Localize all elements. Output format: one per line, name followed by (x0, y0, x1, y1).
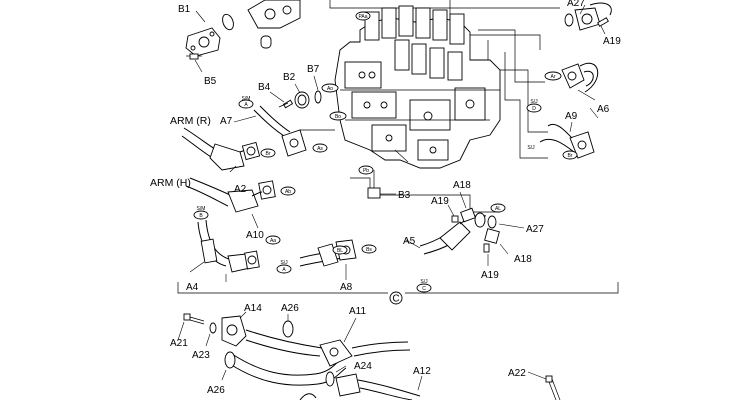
tag-ab: Ab (285, 189, 291, 195)
caption-sj-a: S/J (280, 260, 288, 266)
label-a11: A11 (349, 306, 366, 317)
tag-pb: Pb (363, 168, 369, 174)
tag-bl-circle (332, 245, 348, 255)
tag-bl: BL (337, 248, 343, 254)
hose-a8 (299, 239, 357, 280)
tag-b-sm-circle (193, 210, 209, 220)
caption-sm-lower: S/M (197, 206, 206, 212)
tag-aa: Aa (270, 238, 276, 244)
label-a2: A2 (234, 184, 247, 195)
tag-br-right-circle (562, 150, 578, 160)
tag-br-left-circle (260, 148, 276, 158)
hose-arm-r-a7 (181, 105, 307, 171)
leader-lines (177, 4, 599, 341)
label-a26-upper: A26 (281, 303, 299, 314)
label-b4: B4 (258, 82, 271, 93)
tag-al-circle (490, 203, 506, 213)
hose-a4 (189, 219, 260, 273)
label-b5: B5 (204, 76, 217, 87)
tag-c-sj: C (422, 286, 426, 292)
label-a10: A10 (246, 230, 264, 241)
label-a6: A6 (597, 104, 610, 115)
label-a27-mid: A27 (526, 224, 544, 235)
label-a19-mid: A19 (431, 196, 449, 207)
tag-pa: PAa (358, 14, 367, 20)
label-arm-h: ARM (H) (150, 177, 191, 189)
circle-tags: PAa Ar S/M A Ao Bo As Br S/J D S/J Br Ab… (193, 11, 578, 293)
hose-arm-h-a10 (185, 177, 276, 229)
part-labels: B1 B5 B2 B7 B4 B3 A27 A19 A6 A9 ARM (R) … (150, 0, 621, 396)
label-b7: B7 (307, 64, 320, 75)
label-a27-top: A27 (567, 0, 585, 9)
label-a12: A12 (413, 366, 431, 377)
label-a9: A9 (565, 111, 578, 122)
label-arm-r: ARM (R) (170, 115, 211, 127)
lower-section-parts (183, 311, 561, 400)
tag-as-circle (312, 143, 328, 153)
label-a21: A21 (170, 338, 188, 349)
tag-pa-circle (355, 11, 371, 21)
label-a14: A14 (244, 303, 262, 314)
tag-al: AL (495, 206, 501, 212)
tag-ar-circle (544, 71, 562, 81)
tag-b-sm: B (199, 213, 203, 219)
label-a4: A4 (186, 282, 199, 293)
hose-a6 (561, 62, 599, 101)
hose-a9 (539, 121, 595, 159)
label-a23: A23 (192, 350, 210, 361)
label-a26-lower: A26 (207, 385, 225, 396)
caption-sj-d: S/J (530, 99, 538, 105)
fitting-b3 (367, 170, 396, 199)
tag-d-circle (526, 103, 542, 113)
tag-d: D (532, 106, 536, 112)
tag-a-sj: A (282, 267, 286, 273)
tag-ao: Ao (327, 86, 333, 92)
tag-c-sj-circle (416, 283, 432, 293)
tag-a-sj-circle (276, 264, 292, 274)
flange-b1 (185, 0, 301, 73)
tag-a-sm: A (244, 102, 248, 108)
tag-aa-circle (265, 235, 281, 245)
caption-sm-left: S/M (242, 96, 251, 102)
control-valve (334, 5, 501, 169)
tag-a-sm-circle (238, 99, 254, 109)
section-marker-circle (389, 291, 403, 305)
label-a24: A24 (354, 361, 372, 372)
tag-br-right: Br (568, 153, 573, 159)
label-a19-lower: A19 (481, 270, 499, 281)
label-a19-top: A19 (603, 36, 621, 47)
tag-bs: Bs (366, 247, 372, 253)
tag-ar: Ar (551, 74, 556, 80)
label-b3: B3 (398, 190, 411, 201)
caption-sj-br: S/J (527, 145, 535, 151)
tag-br-left: Br (266, 151, 271, 157)
tag-bs-circle (361, 244, 377, 254)
tag-as: As (317, 146, 323, 152)
flange-a27-a19 (564, 2, 612, 35)
tag-bo: Bo (335, 114, 341, 120)
label-a5: A5 (403, 236, 416, 247)
label-a7: A7 (220, 116, 233, 127)
label-a22: A22 (508, 368, 526, 379)
tag-ao-circle (321, 83, 339, 93)
label-a18-lower: A18 (514, 254, 532, 265)
label-a18-upper: A18 (453, 180, 471, 191)
section-marker: C (392, 294, 399, 305)
small-parts-b2-b4-b7 (269, 75, 322, 109)
caption-sj-c: S/J (420, 279, 428, 285)
label-a8: A8 (340, 282, 353, 293)
label-b1: B1 (178, 4, 191, 15)
hose-a5 (419, 191, 525, 266)
tag-pb-circle (358, 165, 374, 175)
label-b2: B2 (283, 72, 296, 83)
tag-bo-circle (329, 111, 347, 121)
tag-ab-circle (280, 186, 296, 196)
